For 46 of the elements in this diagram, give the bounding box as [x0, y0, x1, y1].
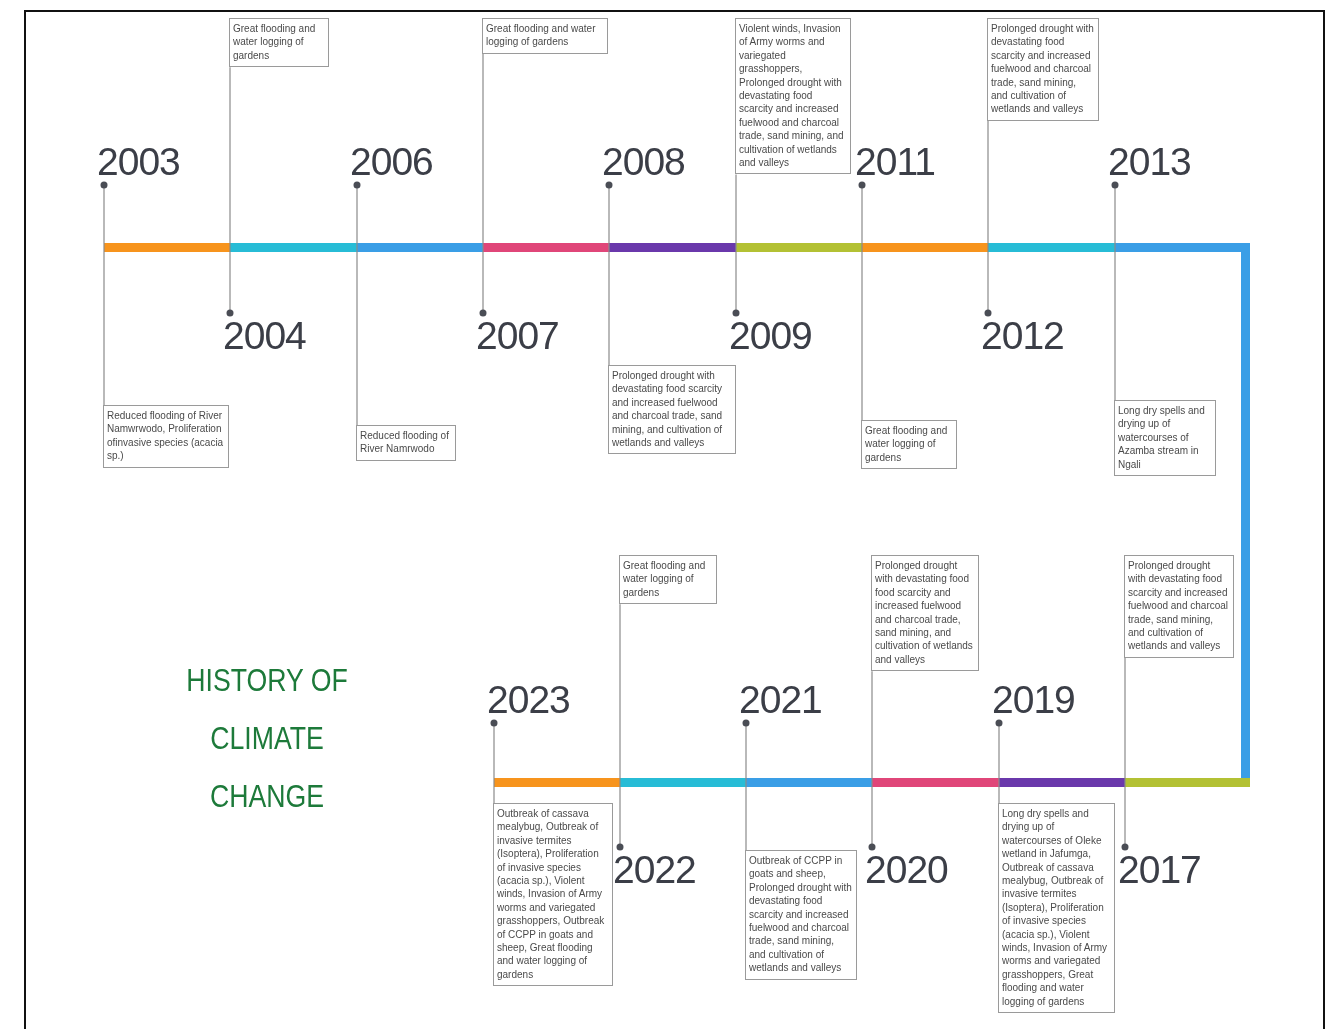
event-box: Reduced flooding of River Namwrwodo, Proliferation ofinvasive species (acacia sp.): [103, 405, 229, 468]
year-label: 2020: [865, 850, 948, 890]
year-label: 2023: [487, 680, 570, 720]
leader-line: [1111, 181, 1119, 401]
event-box: Reduced flooding of River Namrwodo: [356, 425, 456, 461]
year-label: 2009: [729, 316, 812, 356]
leader-line: [353, 181, 361, 426]
event-box: Long dry spells and drying up of watercourses of Oleke wetland in Jafumga, Outbreak of cassava mealybug, Outbreak of invasive termites (Isoptera), Proliferation of invasive species (acacia sp.), Violent winds, Invasion of Army worms and variegated grasshoppers, Great flooding and water logging of gardens: [998, 803, 1115, 1014]
event-box: Prolonged drought with devastating food scarcity and increased fuelwood and charcoal trade, sand mining, and cultivation of wetlands and valleys: [987, 18, 1099, 121]
event-box: Outbreak of cassava mealybug, Outbreak of invasive termites (Isoptera), Proliferation of invasive species (acacia sp.), Violent winds, Invasion of Army worms and variegated grasshoppers, Outbreak of CCPP in goats and sheep, Great flooding and water logging of gardens: [493, 803, 613, 987]
event-box: Long dry spells and drying up of watercourses of Azamba stream in Ngali: [1114, 400, 1216, 477]
year-label: 2022: [613, 850, 696, 890]
event-box: Violent winds, Invasion of Army worms and variegated grasshoppers, Prolonged drought with devastating food scarcity and increased fuelwood and charcoal trade, sand mining, and cultivation of wetlands and valleys: [735, 18, 851, 175]
year-label: 2008: [602, 142, 685, 182]
event-box: Prolonged drought with devastating food scarcity and increased fuelwood and charcoal trade, sand mining, and cultivation of wetlands and valleys: [1124, 555, 1234, 658]
leader-line: [742, 719, 750, 851]
event-box: Outbreak of CCPP in goats and sheep, Prolonged drought with devastating food scarcity and increased fuelwood and charcoal trade, sand mining, and cultivation of wetlands and valleys: [745, 850, 857, 980]
year-label: 2006: [350, 142, 433, 182]
leader-line: [616, 603, 624, 851]
event-box: Great flooding and water logging of gardens: [482, 18, 608, 54]
year-label: 2019: [992, 680, 1075, 720]
year-label: 2021: [739, 680, 822, 720]
leader-line: [732, 173, 740, 317]
leader-line: [858, 181, 866, 421]
leader-line: [226, 66, 234, 317]
diagram-title: HISTORY OF CLIMATE CHANGE: [185, 662, 349, 816]
year-label: 2003: [97, 142, 180, 182]
event-box: Great flooding and water logging of gardens: [619, 555, 717, 605]
year-label: 2013: [1108, 142, 1191, 182]
leader-line: [490, 719, 498, 804]
leader-line: [868, 670, 876, 851]
event-box: Prolonged drought with devastating food scarcity and increased fuelwood and charcoal trade, sand mining, and cultivation of wetlands and valleys: [608, 365, 736, 455]
leader-line: [605, 181, 613, 366]
leader-line: [100, 181, 108, 406]
leader-line: [1121, 657, 1129, 851]
leader-line: [995, 719, 1003, 804]
year-label: 2017: [1118, 850, 1201, 890]
year-label: 2012: [981, 316, 1064, 356]
event-box: Great flooding and water logging of gardens: [229, 18, 329, 68]
event-box: Great flooding and water logging of gardens: [861, 420, 957, 470]
leader-line: [479, 53, 487, 317]
event-box: Prolonged drought with devastating food food scarcity and increased fuelwood and charcoal trade, sand mining, and cultivation of wetlands and valleys: [871, 555, 979, 672]
year-label: 2011: [855, 142, 935, 182]
year-label: 2007: [476, 316, 559, 356]
leader-line: [984, 120, 992, 317]
year-label: 2004: [223, 316, 306, 356]
